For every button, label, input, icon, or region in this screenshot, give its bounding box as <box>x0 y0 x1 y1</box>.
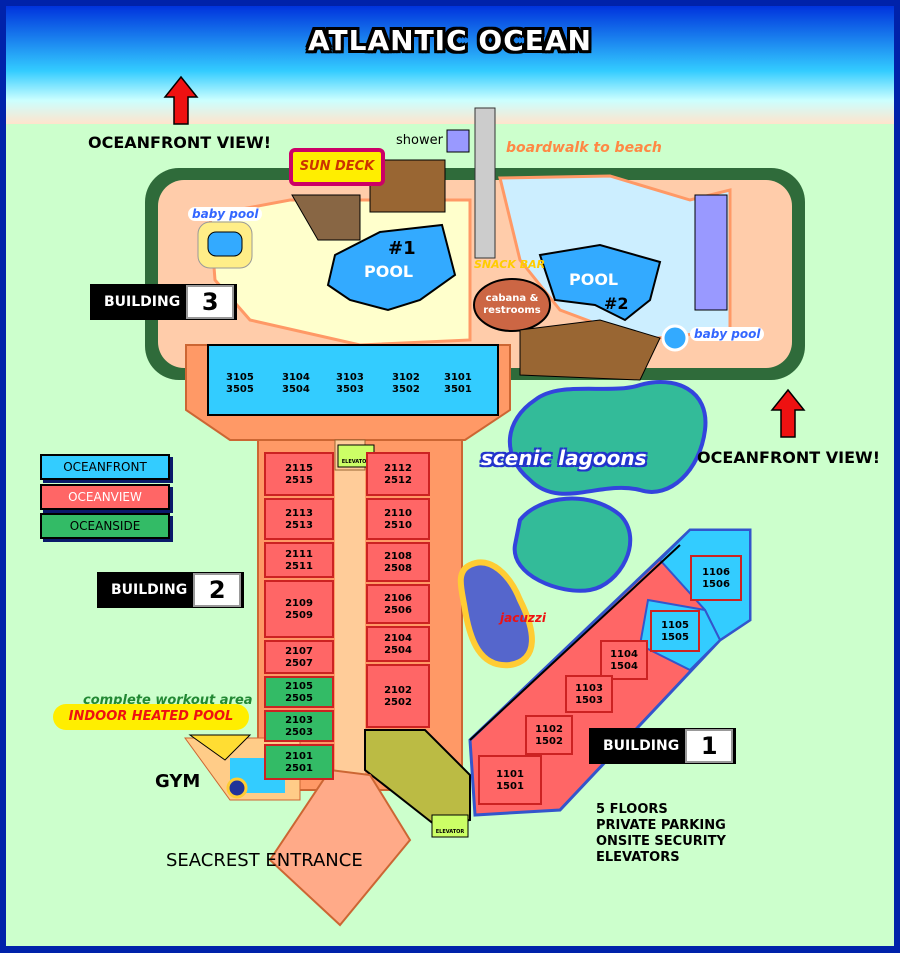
jacuzzi-label: jacuzzi <box>500 611 546 625</box>
baby-pool-left-label: baby pool <box>188 207 263 221</box>
gym-label: GYM <box>155 771 201 792</box>
building3-label: BUILDING 3 <box>90 284 238 320</box>
arrow-up-icon <box>163 75 199 125</box>
building2-label: BUILDING 2 <box>97 572 245 608</box>
building1-label: BUILDING 1 <box>589 728 737 764</box>
property-info: 5 FLOORS PRIVATE PARKING ONSITE SECURITY… <box>596 802 726 865</box>
legend-oceanfront: OCEANFRONT <box>40 454 170 480</box>
map-title: ATLANTIC OCEAN <box>308 24 592 57</box>
lagoon-south <box>512 496 633 593</box>
pool1-number: #1 <box>388 238 416 259</box>
pool2-number: #2 <box>604 294 629 313</box>
lounge-chairs <box>694 194 728 311</box>
baby-pool-right <box>661 324 689 352</box>
legend-oceanside: OCEANSIDE <box>40 513 170 539</box>
south-deck <box>519 319 661 381</box>
arrow-up-icon <box>770 388 806 438</box>
hot-tub-icon <box>226 777 248 799</box>
building2-hallway <box>335 440 365 800</box>
pool2 <box>538 243 662 322</box>
snack-bar-label: SNACK BAR <box>474 258 546 271</box>
parking-lot <box>364 729 471 827</box>
legend-oceanview: OCEANVIEW <box>40 484 170 510</box>
indoor-pool-label: INDOOR HEATED POOL <box>53 704 249 730</box>
building3-units <box>207 344 499 416</box>
cabana-building <box>473 278 551 332</box>
pool1 <box>326 223 457 312</box>
oceanfront-view-right: OCEANFRONT VIEW! <box>697 448 880 467</box>
elevator-label: ELEVATOR <box>435 829 465 835</box>
oceanfront-view-left: OCEANFRONT VIEW! <box>88 133 271 152</box>
entrance-label: SEACREST ENTRANCE <box>166 850 363 871</box>
boardwalk-path <box>474 107 496 259</box>
cabana-label-line2: restrooms <box>483 305 541 316</box>
entrance-plaza <box>268 768 412 927</box>
baby-pool-right-label: baby pool <box>690 327 765 341</box>
elevator-label: ELEVATOR <box>341 459 371 465</box>
boardwalk-label: boardwalk to beach <box>506 140 662 156</box>
pool1-label: POOL <box>364 262 414 281</box>
ocean-band <box>6 6 894 124</box>
lagoons-label: scenic lagoons <box>481 446 647 470</box>
cabana-label-line1: cabana & <box>485 293 539 304</box>
sun-deck-area <box>291 194 361 241</box>
lagoon-north <box>507 380 708 496</box>
elevator-icon <box>431 814 469 838</box>
shower-label: shower <box>396 133 443 148</box>
pool2-label: POOL <box>569 270 619 289</box>
shower-icon <box>446 129 470 153</box>
jacuzzi-pool <box>457 559 535 669</box>
sun-deck-label: SUN DECK <box>289 148 385 186</box>
